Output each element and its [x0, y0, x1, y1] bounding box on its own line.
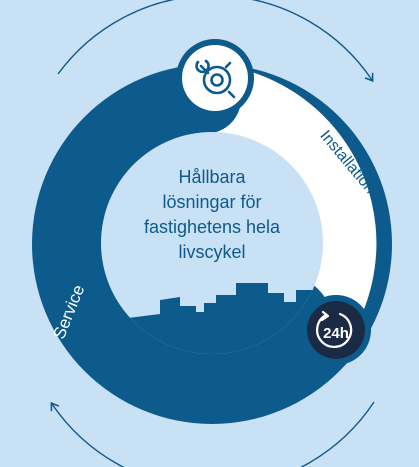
center-line-1: Hållbara [178, 167, 246, 187]
clock-24h-icon: 24h [316, 310, 353, 349]
center-line-4: livscykel [178, 242, 245, 262]
badge-24h-label: 24h [323, 325, 349, 342]
center-line-2: lösningar för [162, 192, 261, 212]
center-line-3: fastighetens hela [144, 217, 281, 237]
clock-24h-badge: 24h [301, 295, 371, 365]
center-text: Hållbara lösningar för fastighetens hela… [144, 167, 281, 262]
city-skyline-icon [101, 283, 323, 354]
arrow-counterclockwise-icon [50, 401, 375, 467]
arrow-clockwise-icon [57, 0, 374, 83]
wrench-gear-badge [176, 39, 254, 117]
wrench-gear-icon [195, 59, 236, 99]
